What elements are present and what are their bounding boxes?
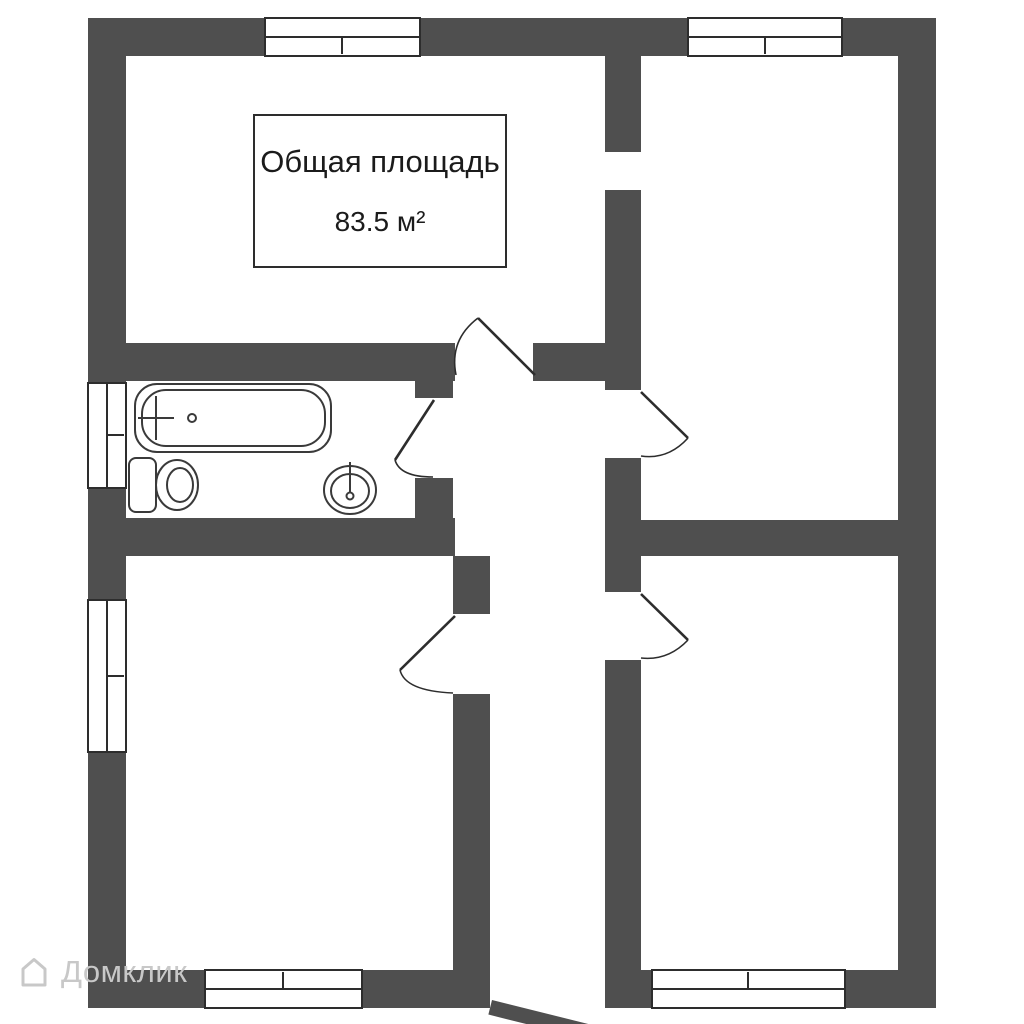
interior-walls: [126, 56, 898, 970]
window-left-bathroom: [87, 382, 127, 489]
toilet-icon: [128, 457, 199, 513]
wall-bathroom-bottom: [126, 518, 455, 556]
door-hallway-top: [453, 317, 536, 376]
bathroom-fixtures: [128, 383, 377, 515]
door-arc: [399, 669, 454, 694]
window-top-left: [264, 17, 421, 57]
door-leaf: [393, 399, 436, 461]
wall-bathroom-right-a: [415, 381, 453, 398]
area-label-value: 83.5 м²: [334, 206, 426, 237]
house-outline: [21, 958, 47, 987]
area-label-box: Общая площадь 83.5 м²: [253, 114, 507, 268]
window-top-right: [687, 17, 843, 57]
toilet-tank: [128, 457, 157, 513]
doors: [393, 317, 689, 1024]
outer-walls: [88, 18, 936, 1008]
door-room-top-right: [640, 391, 689, 458]
door-leaf: [640, 391, 689, 439]
entrance-door-opening: [490, 970, 605, 1008]
wall-center-lower-b: [605, 660, 641, 970]
door-leaf: [399, 615, 456, 671]
toilet-bowl-inner: [166, 467, 194, 503]
door-arc: [640, 639, 689, 660]
wall-bottomleft-right-b: [453, 694, 490, 970]
domclick-watermark: Домклик: [16, 954, 187, 990]
door-bathroom: [393, 399, 436, 478]
windows: [87, 17, 846, 1009]
entrance-door-leaf: [488, 1000, 609, 1024]
wall-center-lower-a: [605, 556, 641, 592]
door-arc: [640, 437, 689, 458]
door-arc: [453, 317, 479, 376]
outer-wall-right: [898, 18, 936, 1008]
window-bottom-left: [204, 969, 363, 1009]
door-leaf: [640, 593, 689, 641]
door-leaf: [477, 317, 536, 376]
wall-center-upper-b: [605, 190, 641, 390]
area-label-title: Общая площадь: [260, 144, 500, 179]
bathtub-outer: [134, 383, 332, 453]
wall-bathroom-right-b: [415, 478, 453, 518]
sink-drain: [345, 491, 355, 501]
wall-bottomleft-right-a: [453, 556, 490, 614]
bathtub-drain: [187, 413, 197, 423]
window-left-lower: [87, 599, 127, 753]
domclick-brand-text: Домклик: [61, 954, 188, 989]
door-arc: [394, 459, 434, 478]
outer-wall-left: [88, 18, 126, 1008]
wall-bathroom-top-stub: [533, 343, 605, 381]
window-bottom-right: [651, 969, 846, 1009]
domclick-house-icon: [21, 958, 47, 987]
wall-center-upper-a: [605, 56, 641, 152]
bathtub-icon: [134, 383, 332, 453]
wall-bathroom-top: [126, 343, 455, 381]
door-room-bottom-left: [399, 615, 456, 694]
wall-right-horizontal: [605, 520, 898, 556]
sink-icon: [323, 462, 377, 515]
door-room-bottom-right: [640, 593, 689, 660]
